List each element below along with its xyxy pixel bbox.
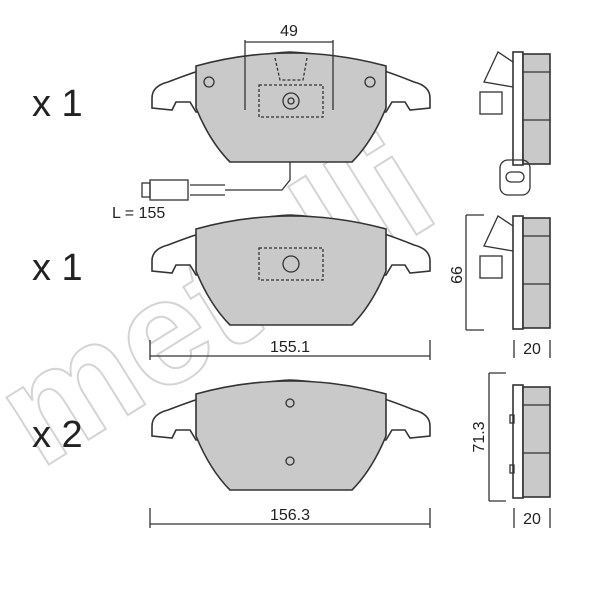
pad-2-quantity: x 1: [32, 247, 83, 289]
pad-3-length-dimension: 156.3: [149, 507, 431, 528]
pad-2-length-dimension: 155.1: [149, 339, 431, 360]
height-label: 71.3: [471, 421, 488, 452]
length-label: 156.3: [270, 507, 310, 524]
thickness-label: 20: [523, 511, 541, 528]
pad-3-height-dimension: 71.3: [471, 372, 506, 502]
pad-1-side-view: [479, 51, 551, 166]
pad-1-width-dimension: 49: [244, 23, 334, 110]
pad-2-thickness-dimension: 20: [513, 340, 551, 358]
height-label: 66: [449, 266, 466, 284]
length-label: 155.1: [270, 339, 310, 356]
pad-1: [141, 51, 431, 201]
pad-3-thickness-dimension: 20: [513, 508, 551, 528]
pad-2-height-dimension: 66: [449, 214, 484, 331]
sensor-connector-icon: [499, 159, 531, 196]
sensor-length-label: L = 155: [112, 205, 165, 222]
pad-3-side-view: [509, 384, 551, 499]
thickness-label: 20: [523, 341, 541, 358]
pad-3-quantity: x 2: [32, 414, 83, 456]
width-label: 49: [280, 23, 298, 40]
pad-2-side-view: [479, 215, 551, 330]
pad-1-quantity: x 1: [32, 83, 83, 125]
pad-3: [151, 379, 431, 491]
pad-2: [151, 214, 431, 326]
